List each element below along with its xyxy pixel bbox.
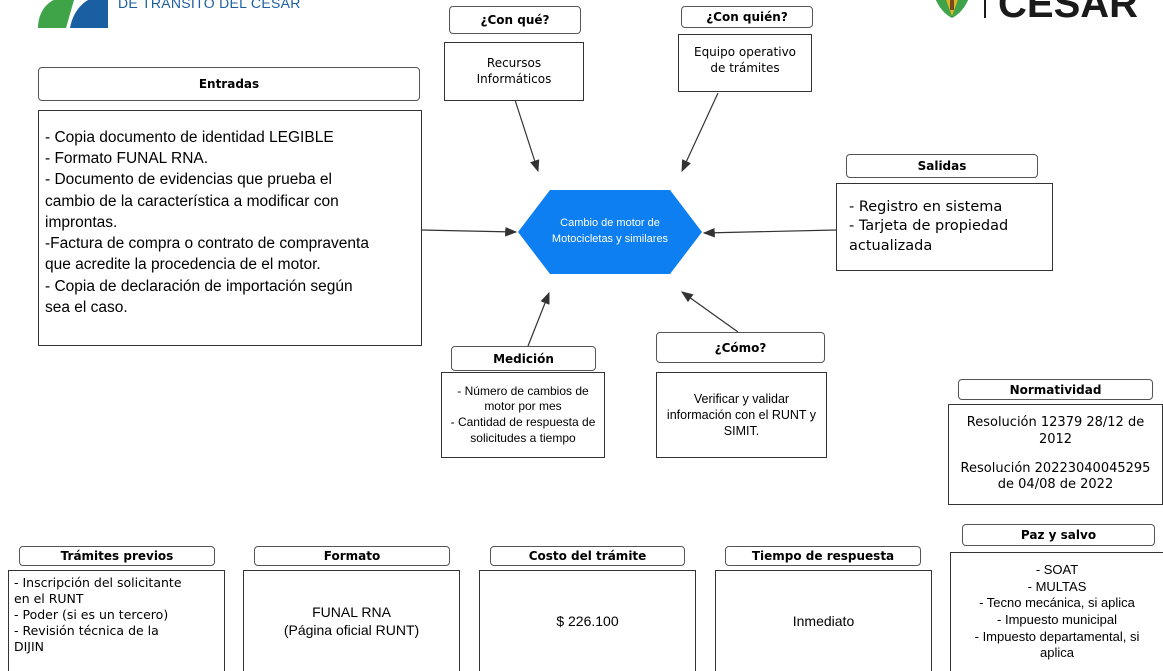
tiempo-value: Inmediato: [792, 612, 855, 629]
como-header: ¿Cómo?: [656, 332, 825, 363]
arrow-entradas: [420, 226, 518, 237]
como-box: Verificar y validar información con el R…: [656, 372, 827, 458]
formato-header: Formato: [254, 546, 450, 566]
tramites-previos-line: - Inscripción del solicitante: [14, 575, 182, 590]
salidas-line: - Tarjeta de propiedad: [849, 218, 1009, 235]
paz-y-salvo-line: - Impuesto municipal: [997, 612, 1117, 627]
emblem-icon: [935, 0, 969, 18]
entradas-line: cambio de la característica a modificar …: [45, 192, 339, 210]
con-quien-box: Equipo operativo de trámites: [678, 34, 812, 92]
con-que-line: Informáticos: [476, 71, 552, 86]
center-process-node: Cambio de motor de Motocicletas y simila…: [518, 190, 702, 274]
paz-y-salvo-box: - SOAT - MULTAS - Tecno mecánica, si apl…: [950, 552, 1163, 671]
entradas-line: que acredite la procedencia de el motor.: [45, 256, 321, 274]
center-node-line-2: Motocicletas y similares: [551, 233, 669, 245]
salidas-header: Salidas: [846, 154, 1038, 178]
formato-line: FUNAL RNA: [312, 603, 391, 620]
arrow-salidas: [702, 227, 837, 238]
normatividad-line: de 04/08 de 2022: [997, 477, 1114, 493]
como-line: Verificar y validar: [693, 391, 790, 406]
salidas-line: actualizada: [849, 237, 933, 254]
con-quien-header: ¿Con quién?: [681, 6, 813, 28]
tramites-previos-line: DIJIN: [14, 639, 45, 654]
entradas-line: - Documento de evidencias que prueba el: [45, 171, 332, 189]
como-line: información con el RUNT y: [666, 407, 817, 422]
como-line: SIMIT.: [723, 424, 760, 439]
medicion-box: - Número de cambios de motor por mes - C…: [441, 372, 605, 458]
formato-line: (Página oficial RUNT): [283, 622, 420, 638]
medicion-line: motor por mes: [484, 399, 562, 414]
normatividad-box: Resolución 12379 28/12 de 2012 Resolució…: [948, 404, 1163, 505]
entradas-line: - Formato FUNAL RNA.: [45, 150, 209, 168]
con-quien-line: de trámites: [710, 60, 780, 75]
normatividad-header: Normatividad: [958, 379, 1153, 400]
paz-y-salvo-line: aplica: [1040, 645, 1074, 661]
entradas-line: sea el caso.: [45, 298, 128, 316]
con-quien-line: Equipo operativo: [693, 45, 797, 59]
transit-logo-text: DE TRÁNSITO DEL CESAR: [118, 0, 301, 11]
arrow-medicion: [527, 291, 550, 347]
cesar-emblem: [928, 0, 976, 20]
salidas-line: - Registro en sistema: [849, 198, 1003, 215]
normatividad-line: Resolución 20223040045295: [960, 460, 1151, 476]
tramites-previos-box: - Inscripción del solicitante en el RUNT…: [8, 570, 225, 671]
entradas-box: - Copia documento de identidad LEGIBLE -…: [38, 110, 422, 346]
salidas-box: - Registro en sistema - Tarjeta de propi…: [836, 183, 1053, 271]
con-que-header: ¿Con qué?: [449, 6, 581, 34]
normatividad-line: Resolución 12379 28/12 de: [966, 414, 1145, 430]
cesar-logo-text: CESAR: [998, 0, 1139, 26]
paz-y-salvo-line: - MULTAS: [1027, 578, 1087, 594]
transit-logo: [30, 0, 110, 28]
entradas-line: improntas.: [45, 213, 118, 231]
entradas-header: Entradas: [38, 67, 420, 101]
entradas-line: - Copia documento de identidad LEGIBLE: [45, 129, 334, 146]
paz-y-salvo-header: Paz y salvo: [962, 524, 1155, 546]
normatividad-line: 2012: [1038, 431, 1073, 447]
costo-header: Costo del trámite: [490, 546, 685, 566]
entradas-line: -Factura de compra o contrato de comprav…: [45, 235, 369, 253]
arrow-como: [681, 291, 739, 333]
tiempo-box: Inmediato: [715, 570, 932, 671]
tramites-previos-line: - Revisión técnica de la: [14, 623, 159, 638]
medicion-line: - Número de cambios de: [457, 383, 589, 398]
con-que-box: Recursos Informáticos: [444, 42, 584, 101]
medicion-line: solicitudes a tiempo: [470, 430, 576, 445]
tiempo-header: Tiempo de respuesta: [725, 546, 921, 566]
cesar-divider: [984, 0, 986, 18]
arrow-con-quien: [681, 92, 719, 173]
costo-box: $ 226.100: [479, 570, 696, 671]
medicion-line: - Cantidad de respuesta de: [450, 415, 596, 429]
paz-y-salvo-line: - Tecno mecánica, si aplica: [979, 595, 1135, 611]
paz-y-salvo-line: - SOAT: [1035, 562, 1079, 578]
transit-logo-icon: [38, 0, 108, 28]
arrow-con-que: [514, 99, 540, 173]
formato-box: FUNAL RNA (Página oficial RUNT): [243, 570, 460, 671]
tramites-previos-header: Trámites previos: [19, 546, 215, 566]
costo-value: $ 226.100: [556, 612, 619, 629]
tramites-previos-line: en el RUNT: [14, 591, 84, 606]
entradas-line: - Copia de declaración de importación se…: [45, 277, 353, 295]
tramites-previos-line: - Poder (si es un tercero): [14, 607, 169, 622]
medicion-header: Medición: [451, 346, 596, 371]
center-node-line-1: Cambio de motor de: [560, 217, 660, 230]
con-que-line: Recursos: [486, 55, 542, 70]
paz-y-salvo-line: - Impuesto departamental, si: [974, 628, 1140, 644]
